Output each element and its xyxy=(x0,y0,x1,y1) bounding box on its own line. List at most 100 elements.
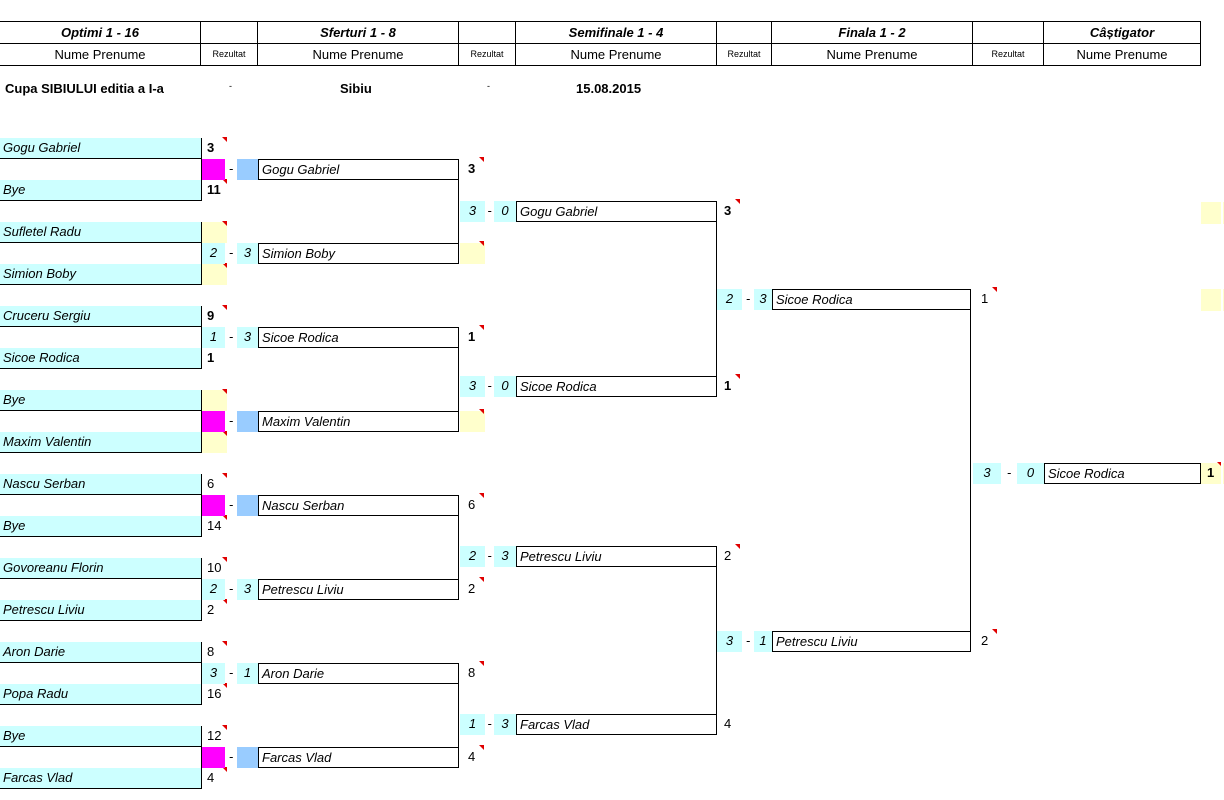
comment-marker xyxy=(479,409,484,414)
quarter-dash: - xyxy=(228,245,234,260)
quarter-dash: - xyxy=(228,161,234,176)
quarter-score-1: 1 xyxy=(202,327,225,348)
r16-player: Bye xyxy=(0,180,202,201)
comment-marker xyxy=(222,305,227,310)
quarter-result: 1 xyxy=(468,329,476,344)
final-score-2: 3 xyxy=(754,289,772,310)
header-name-4: Nume Prenume xyxy=(772,44,973,66)
quarter-dash: - xyxy=(228,329,234,344)
r16-result: 8 xyxy=(207,644,215,659)
winner-score-2: 0 xyxy=(1017,463,1044,484)
r16-player: Bye xyxy=(0,390,202,411)
quarter-score-2: 3 xyxy=(237,243,258,264)
r16-player: Cruceru Sergiu xyxy=(0,306,202,327)
info-dash-1: - xyxy=(229,81,232,91)
bracket-line xyxy=(458,515,459,600)
header-finala: Finala 1 - 2 xyxy=(772,22,973,44)
r16-player: Sufletel Radu xyxy=(0,222,202,243)
comment-marker xyxy=(479,577,484,582)
r16-result: 14 xyxy=(207,518,222,533)
header-semifinale: Semifinale 1 - 4 xyxy=(516,22,717,44)
r16-result: 4 xyxy=(207,770,215,785)
header-optimi: Optimi 1 - 16 xyxy=(0,22,201,44)
side-marker-1 xyxy=(1201,202,1224,224)
header-name-5: Nume Prenume xyxy=(1044,44,1201,66)
comment-marker xyxy=(735,199,740,204)
r16-player: Nascu Serban xyxy=(0,474,202,495)
final-score-1: 2 xyxy=(717,289,742,310)
semi-player: Gogu Gabriel xyxy=(516,201,717,222)
comment-marker xyxy=(735,374,740,379)
quarter-player: Simion Boby xyxy=(258,243,459,264)
semi-score-2: 3 xyxy=(494,714,516,735)
comment-marker xyxy=(479,661,484,666)
bracket-line xyxy=(970,309,971,652)
r16-player: Simion Boby xyxy=(0,264,202,285)
r16-result xyxy=(202,432,227,453)
comment-marker xyxy=(735,544,740,549)
bracket-line xyxy=(716,221,717,397)
semi-player: Petrescu Liviu xyxy=(516,546,717,567)
quarter-score-1: 2 xyxy=(202,579,225,600)
comment-marker xyxy=(479,241,484,246)
r16-player: Sicoe Rodica xyxy=(0,348,202,369)
bracket-line xyxy=(201,410,202,453)
quarter-player: Petrescu Liviu xyxy=(258,579,459,600)
quarter-player: Sicoe Rodica xyxy=(258,327,459,348)
r16-result: 1 xyxy=(207,350,215,365)
header-sferturi: Sferturi 1 - 8 xyxy=(258,22,459,44)
comment-marker xyxy=(479,157,484,162)
bracket-line xyxy=(201,242,202,285)
quarter-player: Aron Darie xyxy=(258,663,459,684)
semi-score-2: 0 xyxy=(494,376,516,397)
quarter-player: Farcas Vlad xyxy=(258,747,459,768)
quarter-result xyxy=(460,243,485,264)
r16-player: Maxim Valentin xyxy=(0,432,202,453)
bracket-line xyxy=(201,746,202,789)
comment-marker xyxy=(222,431,227,436)
final-score-2: 1 xyxy=(754,631,772,652)
comment-marker xyxy=(222,725,227,730)
r16-result: 10 xyxy=(207,560,222,575)
final-result: 1 xyxy=(981,291,989,306)
semi-dash: - xyxy=(487,548,492,563)
comment-marker xyxy=(992,629,997,634)
right-edge-line xyxy=(1221,0,1223,800)
final-dash: - xyxy=(745,291,751,306)
quarter-score-1 xyxy=(202,411,225,432)
header-name-2: Nume Prenume xyxy=(258,44,459,66)
r16-player: Farcas Vlad xyxy=(0,768,202,789)
r16-player: Aron Darie xyxy=(0,642,202,663)
semi-score-1: 2 xyxy=(460,546,485,567)
quarter-score-2: 3 xyxy=(237,579,258,600)
r16-player: Govoreanu Florin xyxy=(0,558,202,579)
r16-result: 11 xyxy=(207,182,221,197)
quarter-score-1 xyxy=(202,747,225,768)
header-castigator: Câștigator xyxy=(1044,22,1201,44)
quarter-score-1: 3 xyxy=(202,663,225,684)
quarter-score-1 xyxy=(202,495,225,516)
winner-score-1: 3 xyxy=(973,463,1001,484)
comment-marker xyxy=(479,745,484,750)
tournament-title: Cupa SIBIULUI editia a I-a xyxy=(5,81,164,96)
quarter-player: Nascu Serban xyxy=(258,495,459,516)
r16-result: 6 xyxy=(207,476,215,491)
winner-player: Sicoe Rodica xyxy=(1044,463,1201,484)
quarter-player: Gogu Gabriel xyxy=(258,159,459,180)
comment-marker xyxy=(479,493,484,498)
comment-marker xyxy=(1217,462,1222,467)
quarter-result: 8 xyxy=(468,665,476,680)
comment-marker xyxy=(222,767,227,772)
semi-result: 1 xyxy=(724,378,732,393)
comment-marker xyxy=(222,473,227,478)
r16-result xyxy=(202,264,227,285)
quarter-dash: - xyxy=(228,581,234,596)
header-result-2: Rezultat xyxy=(459,44,516,66)
comment-marker xyxy=(479,325,484,330)
comment-marker xyxy=(992,287,997,292)
bracket-line xyxy=(458,347,459,432)
quarter-result: 4 xyxy=(468,749,476,764)
semi-result: 4 xyxy=(724,716,732,731)
quarter-player: Maxim Valentin xyxy=(258,411,459,432)
semi-score-1: 3 xyxy=(460,376,485,397)
